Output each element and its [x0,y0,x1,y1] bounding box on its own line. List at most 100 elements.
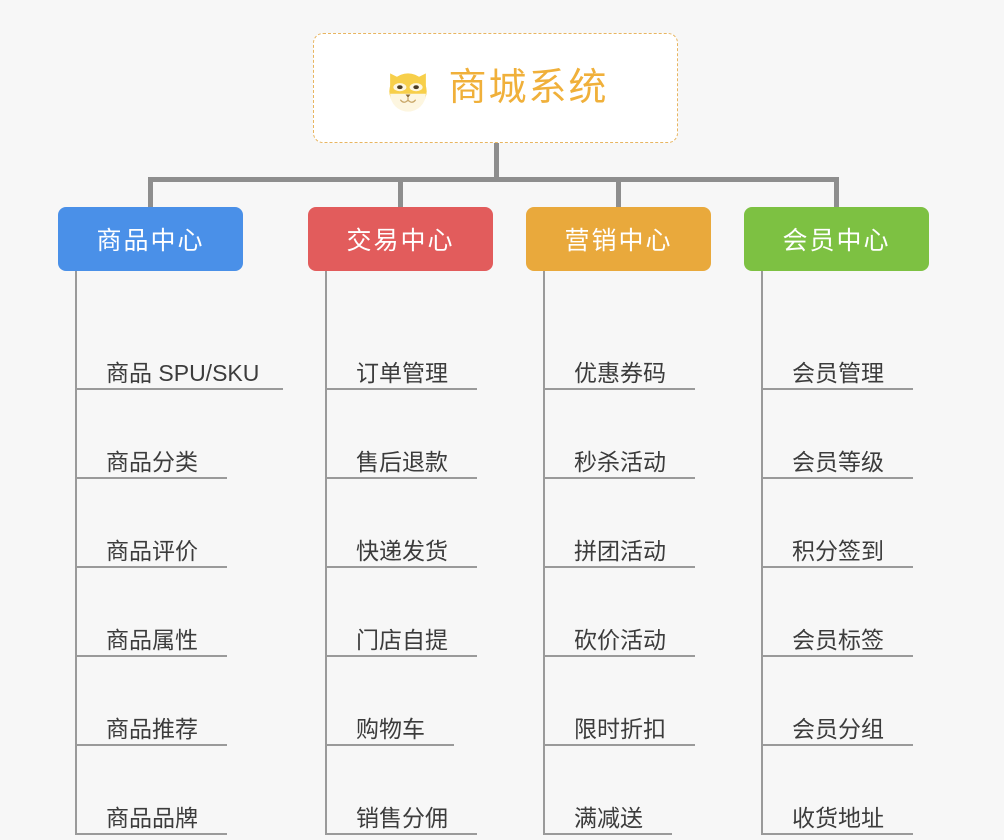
leaf-item-label: 拼团活动 [574,537,666,564]
leaf-item[interactable]: 门店自提 [325,568,538,657]
category-label: 商品中心 [96,227,205,255]
connector-drop-member-center [834,177,839,207]
leaf-underline [325,744,454,746]
connector-drop-trade-center [398,177,403,207]
leaf-list-marketing-center: 优惠券码 秒杀活动 拼团活动 砍价活动 限时折扣 满减送 [543,271,741,835]
category-label: 交易中心 [346,227,455,255]
leaf-item-label: 商品 SPU/SKU [106,359,260,386]
leaf-underline [761,655,913,657]
leaf-item-label: 积分签到 [792,537,884,564]
leaf-item-label: 会员等级 [792,448,884,475]
connector-root-stem [494,143,499,180]
leaf-underline [75,477,227,479]
leaf-item-label: 优惠券码 [574,359,666,386]
leaf-item[interactable]: 销售分佣 [325,746,538,835]
leaf-item[interactable]: 商品评价 [75,479,298,568]
branch-column-product-center: 商品中心 商品 SPU/SKU 商品分类 商品评价 商品属性 商品推荐 [58,207,298,835]
leaf-underline [543,833,672,835]
branch-column-member-center: 会员中心 会员管理 会员等级 积分签到 会员标签 会员分组 [744,207,959,835]
leaf-list-product-center: 商品 SPU/SKU 商品分类 商品评价 商品属性 商品推荐 商品品牌 [75,271,298,835]
branch-trunk-line [543,271,545,835]
leaf-item[interactable]: 限时折扣 [543,657,741,746]
leaf-item[interactable]: 商品品牌 [75,746,298,835]
leaf-item-label: 满减送 [574,804,643,831]
leaf-item-label: 会员管理 [792,359,884,386]
leaf-item[interactable]: 购物车 [325,657,538,746]
leaf-item-label: 砍价活动 [574,626,666,653]
leaf-underline [325,388,477,390]
leaf-item-label: 秒杀活动 [574,448,666,475]
leaf-underline [761,388,913,390]
leaf-underline [761,477,913,479]
leaf-underline [543,655,695,657]
leaf-item[interactable]: 售后退款 [325,390,538,479]
leaf-item[interactable]: 积分签到 [761,479,959,568]
leaf-underline [543,477,695,479]
leaf-item[interactable]: 会员分组 [761,657,959,746]
leaf-item[interactable]: 满减送 [543,746,741,835]
leaf-item[interactable]: 快递发货 [325,479,538,568]
leaf-underline [761,744,913,746]
leaf-underline [325,655,477,657]
category-node-marketing-center[interactable]: 营销中心 [526,207,711,271]
category-node-trade-center[interactable]: 交易中心 [308,207,493,271]
category-node-product-center[interactable]: 商品中心 [58,207,243,271]
branch-column-marketing-center: 营销中心 优惠券码 秒杀活动 拼团活动 砍价活动 限时折扣 [526,207,741,835]
branch-trunk-line [325,271,327,835]
leaf-item[interactable]: 商品 SPU/SKU [75,301,298,390]
branch-column-trade-center: 交易中心 订单管理 售后退款 快递发货 门店自提 购物车 [308,207,538,835]
leaf-underline [75,566,227,568]
category-label: 营销中心 [564,227,673,255]
root-node-shopping-mall-system[interactable]: 商城系统 [313,33,678,143]
shiba-dog-face-icon [389,73,428,112]
leaf-item-label: 售后退款 [356,448,448,475]
leaf-underline [325,833,477,835]
leaf-item-label: 会员分组 [792,715,884,742]
leaf-item[interactable]: 拼团活动 [543,479,741,568]
leaf-item-label: 商品推荐 [106,715,198,742]
leaf-underline [75,744,227,746]
leaf-item[interactable]: 砍价活动 [543,568,741,657]
leaf-underline [75,833,227,835]
leaf-underline [75,388,283,390]
leaf-item-label: 收货地址 [792,804,884,831]
leaf-list-member-center: 会员管理 会员等级 积分签到 会员标签 会员分组 收货地址 [761,271,959,835]
leaf-underline [325,477,477,479]
leaf-item-label: 商品属性 [106,626,198,653]
branch-trunk-line [761,271,763,835]
root-node-title: 商城系统 [448,67,609,109]
leaf-list-trade-center: 订单管理 售后退款 快递发货 门店自提 购物车 销售分佣 [325,271,538,835]
leaf-underline [75,655,227,657]
leaf-item[interactable]: 商品推荐 [75,657,298,746]
leaf-item[interactable]: 会员等级 [761,390,959,479]
leaf-item-label: 商品品牌 [106,804,198,831]
leaf-underline [761,833,913,835]
leaf-underline [543,388,695,390]
leaf-item[interactable]: 收货地址 [761,746,959,835]
category-label: 会员中心 [782,227,891,255]
branch-trunk-line [75,271,77,835]
leaf-item[interactable]: 商品属性 [75,568,298,657]
leaf-item-label: 门店自提 [356,626,448,653]
leaf-underline [761,566,913,568]
leaf-item[interactable]: 订单管理 [325,301,538,390]
connector-horizontal-bus [148,177,838,182]
leaf-item-label: 商品评价 [106,537,198,564]
leaf-item-label: 限时折扣 [574,715,666,742]
leaf-item-label: 快递发货 [356,537,448,564]
leaf-item[interactable]: 会员标签 [761,568,959,657]
connector-drop-marketing-center [616,177,621,207]
leaf-item[interactable]: 优惠券码 [543,301,741,390]
leaf-item-label: 会员标签 [792,626,884,653]
leaf-item-label: 订单管理 [356,359,448,386]
category-node-member-center[interactable]: 会员中心 [744,207,929,271]
leaf-underline [543,566,695,568]
leaf-underline [543,744,695,746]
leaf-item-label: 销售分佣 [356,804,448,831]
leaf-item[interactable]: 商品分类 [75,390,298,479]
leaf-item[interactable]: 秒杀活动 [543,390,741,479]
leaf-item[interactable]: 会员管理 [761,301,959,390]
leaf-underline [325,566,477,568]
connector-drop-product-center [148,177,153,207]
